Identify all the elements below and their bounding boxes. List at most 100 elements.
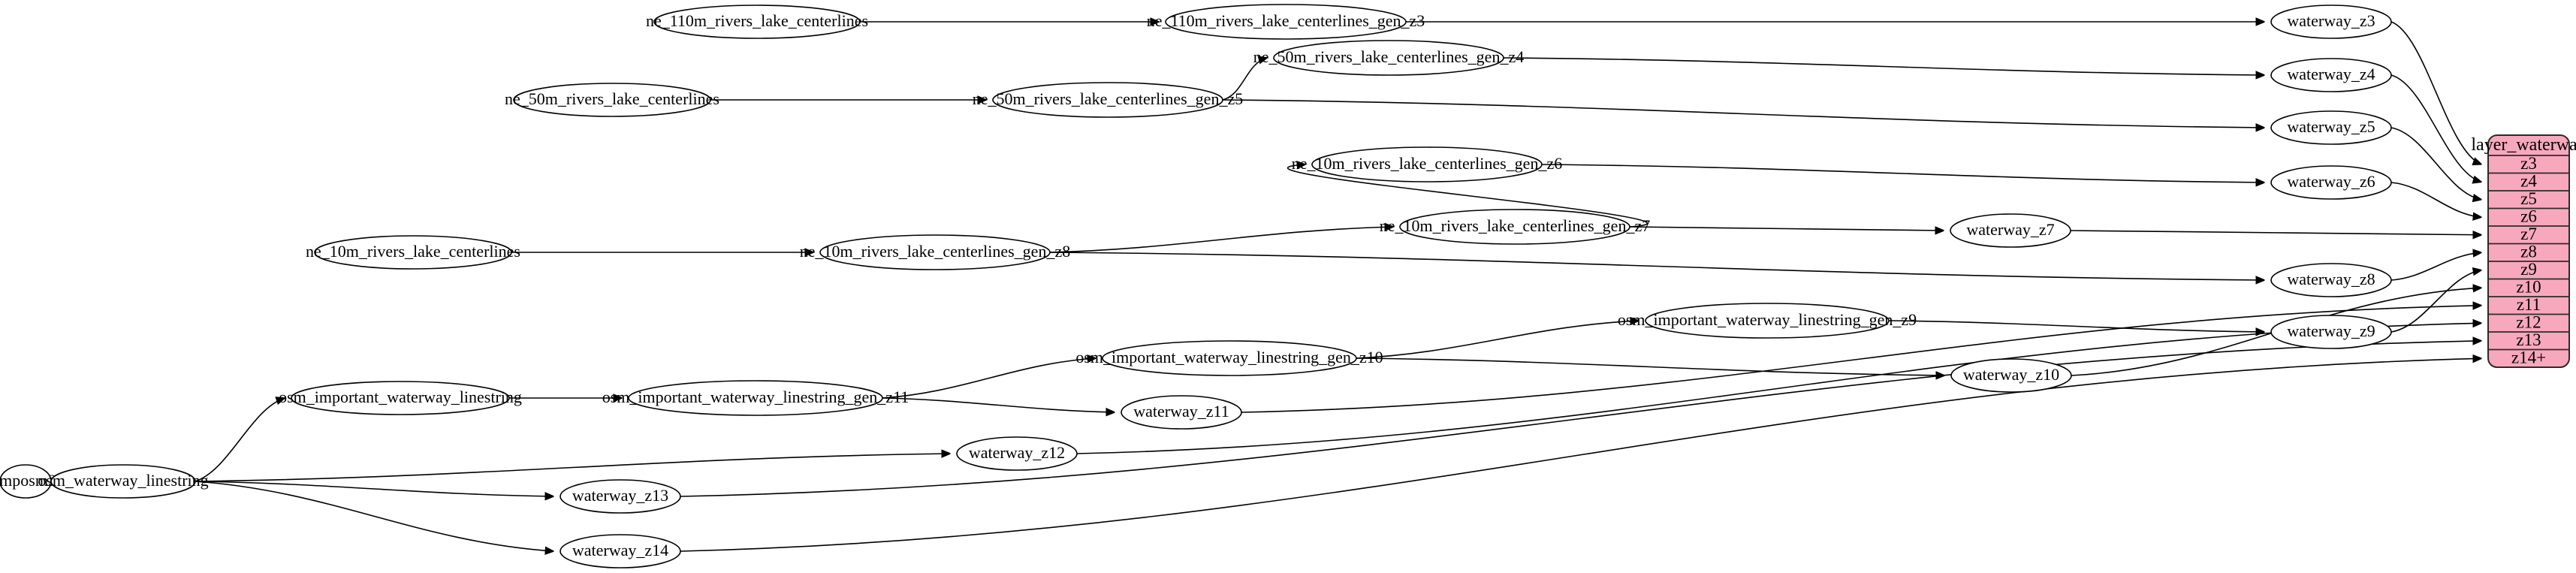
node-waterway_z12[interactable]: waterway_z12 — [956, 436, 1078, 471]
edge-waterway_z12-to-layer_waterway-z12 — [1076, 323, 2481, 454]
table-row-z14plus[interactable]: z14+ — [2511, 348, 2546, 367]
node-waterway_z7[interactable]: waterway_z7 — [1950, 213, 2071, 248]
node-shape — [560, 534, 681, 568]
node-waterway_z3[interactable]: waterway_z3 — [2270, 5, 2392, 39]
node-label: osm_important_waterway_linestring — [279, 388, 522, 406]
edge-waterway_z5-to-layer_waterway-z5 — [2390, 127, 2481, 200]
node-shape — [992, 82, 1223, 118]
node-label: waterway_z8 — [2287, 270, 2375, 288]
node-ne_110m_rivers_lake_centerlines_gen_z3[interactable]: ne_110m_rivers_lake_centerlines_gen_z3 — [1147, 4, 1425, 40]
node-label: ne_10m_rivers_lake_centerlines_gen_z7 — [1380, 216, 1650, 235]
node-waterway_z11[interactable]: waterway_z11 — [1121, 395, 1242, 430]
table-row-z7[interactable]: z7 — [2520, 225, 2537, 243]
node-shape — [2270, 165, 2392, 200]
node-ne_10m_rivers_lake_centerlines[interactable]: ne_10m_rivers_lake_centerlines — [306, 235, 520, 270]
node-label: waterway_z10 — [1963, 365, 2059, 384]
node-shape — [314, 235, 512, 270]
node-shape — [956, 436, 1078, 471]
node-ne_10m_rivers_lake_centerlines_gen_z8[interactable]: ne_10m_rivers_lake_centerlines_gen_z8 — [800, 234, 1070, 270]
edge-waterway_z13-to-layer_waterway-z13 — [680, 341, 2481, 497]
node-shape — [291, 381, 510, 415]
node-ne_10m_rivers_lake_centerlines_gen_z7[interactable]: ne_10m_rivers_lake_centerlines_gen_z7 — [1380, 209, 1650, 245]
table-row-z11[interactable]: z11 — [2517, 295, 2541, 314]
node-label: ne_50m_rivers_lake_centerlines_gen_z5 — [973, 89, 1243, 108]
node-waterway_z4[interactable]: waterway_z4 — [2270, 58, 2392, 92]
edge-osm_important_waterway_linestring_gen_z10-to-waterway_z10 — [1356, 357, 1944, 375]
node-label: osm_important_waterway_linestring_gen_z1… — [1075, 348, 1383, 366]
node-label: waterway_z13 — [572, 486, 668, 505]
node-label: ne_50m_rivers_lake_centerlines_gen_z4 — [1253, 47, 1524, 66]
node-waterway_z9[interactable]: waterway_z9 — [2270, 315, 2392, 349]
node-waterway_z14[interactable]: waterway_z14 — [560, 534, 681, 568]
node-label: waterway_z5 — [2287, 117, 2375, 136]
table-row-z8[interactable]: z8 — [2520, 243, 2537, 261]
node-shape — [1950, 213, 2071, 248]
edge-waterway_z6-to-layer_waterway-z6 — [2390, 182, 2481, 217]
node-osm_important_waterway_linestring_gen_z10[interactable]: osm_important_waterway_linestring_gen_z1… — [1075, 340, 1383, 376]
node-shape — [2270, 110, 2392, 145]
edge-ne_50m_rivers_lake_centerlines_gen_z5-to-waterway_z5 — [1222, 99, 2264, 128]
node-waterway_z5[interactable]: waterway_z5 — [2270, 110, 2392, 145]
node-shape — [2270, 5, 2392, 39]
node-osm_waterway_linestring[interactable]: osm_waterway_linestring — [38, 464, 209, 499]
node-shape — [50, 464, 196, 499]
node-label: waterway_z11 — [1133, 402, 1229, 421]
edge-osm_important_waterway_linestring_gen_z10-to-osm_important_waterway_linestring_gen_z9 — [1356, 321, 1639, 359]
table-cell-label: z4 — [2520, 172, 2537, 191]
node-shape — [653, 5, 861, 39]
table-cell-label: z8 — [2520, 243, 2537, 261]
table-node-layer-waterway[interactable]: layer_waterwayz3z4z5z6z7z8z9z10z11z12z13… — [2471, 134, 2576, 368]
node-label: osm_important_waterway_linestring_gen_z1… — [602, 388, 909, 406]
node-label: ne_10m_rivers_lake_centerlines — [306, 242, 520, 261]
node-imposm3[interactable]: imposm3 — [0, 464, 56, 499]
edges-layer — [44, 22, 2481, 551]
table-row-z9[interactable]: z9 — [2520, 260, 2537, 279]
edge-osm_important_waterway_linestring_gen_z11-to-osm_important_waterway_linestring_gen_z10 — [882, 358, 1096, 399]
edge-ne_10m_rivers_lake_centerlines_gen_z8-to-ne_10m_rivers_lake_centerlines_gen_z7 — [1049, 227, 1393, 253]
table-row-z6[interactable]: z6 — [2520, 207, 2537, 226]
node-label: ne_10m_rivers_lake_centerlines_gen_z6 — [1292, 154, 1562, 173]
table-row-z4[interactable]: z4 — [2520, 172, 2537, 191]
node-waterway_z6[interactable]: waterway_z6 — [2270, 165, 2392, 200]
node-ne_50m_rivers_lake_centerlines_gen_z5[interactable]: ne_50m_rivers_lake_centerlines_gen_z5 — [973, 82, 1243, 118]
table-cell-label: z13 — [2516, 330, 2541, 349]
node-shape — [1311, 146, 1543, 182]
node-osm_important_waterway_linestring_gen_z11[interactable]: osm_important_waterway_linestring_gen_z1… — [602, 380, 909, 416]
node-shape — [1121, 395, 1242, 430]
node-shape — [2270, 315, 2392, 349]
edge-osm_waterway_linestring-to-waterway_z12 — [195, 454, 950, 482]
node-ne_50m_rivers_lake_centerlines_gen_z4[interactable]: ne_50m_rivers_lake_centerlines_gen_z4 — [1253, 40, 1524, 76]
node-ne_50m_rivers_lake_centerlines[interactable]: ne_50m_rivers_lake_centerlines — [505, 83, 719, 117]
table-row-z13[interactable]: z13 — [2516, 330, 2541, 349]
node-shape — [2270, 58, 2392, 92]
table-cell-label: z9 — [2520, 260, 2537, 279]
edge-ne_10m_rivers_lake_centerlines_gen_z7-to-waterway_z7 — [1629, 227, 1944, 231]
node-shape — [513, 83, 711, 117]
node-waterway_z13[interactable]: waterway_z13 — [560, 479, 681, 514]
node-label: waterway_z14 — [572, 541, 668, 559]
node-shape — [2270, 263, 2392, 297]
edge-osm_waterway_linestring-to-osm_important_waterway_linestring — [195, 398, 285, 482]
node-shape — [560, 479, 681, 514]
node-label: ne_50m_rivers_lake_centerlines — [505, 89, 719, 108]
node-label: waterway_z7 — [1966, 220, 2054, 239]
node-shape — [1102, 340, 1357, 376]
table-row-z5[interactable]: z5 — [2520, 189, 2537, 208]
node-ne_10m_rivers_lake_centerlines_gen_z6[interactable]: ne_10m_rivers_lake_centerlines_gen_z6 — [1292, 146, 1562, 182]
edge-osm_important_waterway_linestring_gen_z9-to-waterway_z9 — [1888, 320, 2264, 332]
node-waterway_z10[interactable]: waterway_z10 — [1950, 358, 2072, 393]
table-row-z10[interactable]: z10 — [2516, 278, 2541, 297]
node-shape — [628, 380, 883, 416]
node-waterway_z8[interactable]: waterway_z8 — [2270, 263, 2392, 297]
node-shape — [819, 234, 1051, 270]
table-row-z12[interactable]: z12 — [2516, 313, 2541, 332]
node-osm_important_waterway_linestring_gen_z9[interactable]: osm_important_waterway_linestring_gen_z9 — [1618, 303, 1917, 339]
edge-waterway_z4-to-layer_waterway-z4 — [2390, 74, 2481, 182]
node-ne_110m_rivers_lake_centerlines[interactable]: ne_110m_rivers_lake_centerlines — [646, 5, 868, 39]
node-osm_important_waterway_linestring[interactable]: osm_important_waterway_linestring — [279, 381, 522, 415]
table-body — [2487, 134, 2570, 368]
table-row-z3[interactable]: z3 — [2520, 154, 2537, 173]
